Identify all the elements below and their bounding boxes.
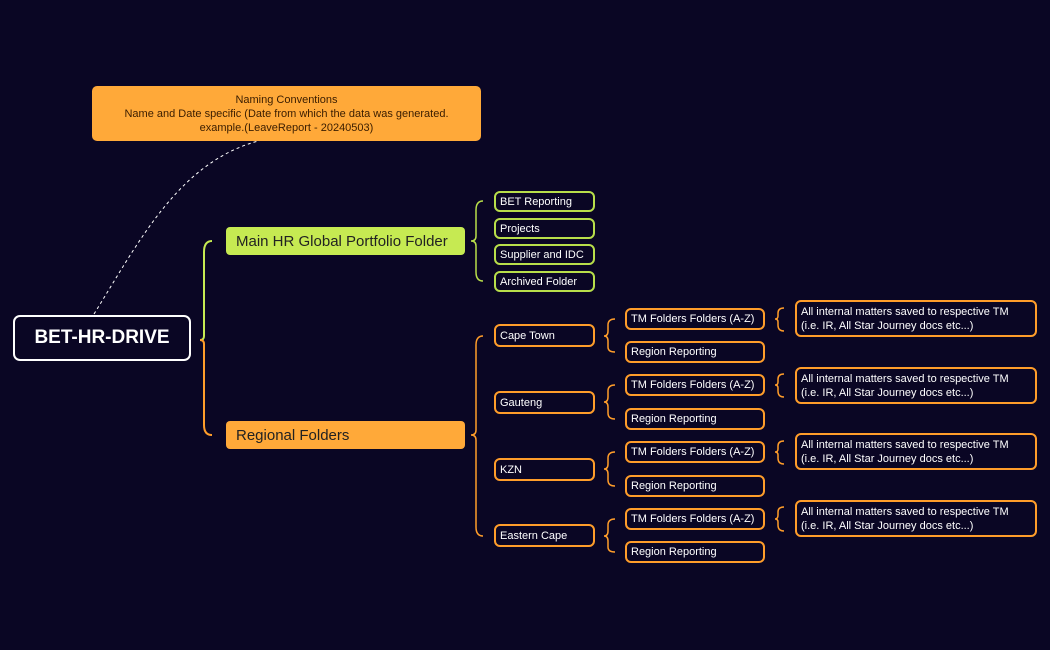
tm-brace-1	[774, 307, 785, 332]
main-hr-folder-node[interactable]: Main HR Global Portfolio Folder	[226, 227, 465, 255]
folder-supplier-idc[interactable]: Supplier and IDC	[494, 244, 595, 265]
callout-title: Naming Conventions	[235, 93, 338, 106]
root-brace-orange	[199, 339, 213, 436]
region-reporting-cape-town[interactable]: Region Reporting	[625, 341, 765, 363]
note-line: All internal matters saved to respective…	[801, 505, 1009, 518]
note-line: (i.e. IR, All Star Journey docs etc...)	[801, 452, 974, 465]
folder-bet-reporting[interactable]: BET Reporting	[494, 191, 595, 212]
tm-note-gauteng[interactable]: All internal matters saved to respective…	[795, 367, 1037, 404]
region-brace-3	[603, 451, 616, 487]
naming-conventions-callout[interactable]: Naming Conventions Name and Date specifi…	[92, 86, 481, 141]
callout-link	[93, 139, 263, 315]
region-brace-4	[603, 518, 616, 553]
region-brace-1	[603, 318, 616, 353]
root-brace-green	[199, 240, 213, 341]
folder-projects[interactable]: Projects	[494, 218, 595, 239]
tm-note-cape-town[interactable]: All internal matters saved to respective…	[795, 300, 1037, 337]
region-reporting-gauteng[interactable]: Region Reporting	[625, 408, 765, 430]
note-line: All internal matters saved to respective…	[801, 372, 1009, 385]
tm-brace-2	[774, 373, 785, 398]
callout-line: Name and Date specific (Date from which …	[124, 107, 449, 120]
region-cape-town[interactable]: Cape Town	[494, 324, 595, 347]
note-line: (i.e. IR, All Star Journey docs etc...)	[801, 319, 974, 332]
root-node[interactable]: BET-HR-DRIVE	[13, 315, 191, 361]
region-gauteng[interactable]: Gauteng	[494, 391, 595, 414]
regional-folders-node[interactable]: Regional Folders	[226, 421, 465, 449]
tm-folders-gauteng[interactable]: TM Folders Folders (A-Z)	[625, 374, 765, 396]
note-line: All internal matters saved to respective…	[801, 305, 1009, 318]
tm-brace-4	[774, 506, 785, 532]
regional-brace	[470, 335, 484, 537]
note-line: All internal matters saved to respective…	[801, 438, 1009, 451]
region-kzn[interactable]: KZN	[494, 458, 595, 481]
note-line: (i.e. IR, All Star Journey docs etc...)	[801, 386, 974, 399]
tm-note-kzn[interactable]: All internal matters saved to respective…	[795, 433, 1037, 470]
tm-folders-kzn[interactable]: TM Folders Folders (A-Z)	[625, 441, 765, 463]
region-eastern-cape[interactable]: Eastern Cape	[494, 524, 595, 547]
tm-folders-cape-town[interactable]: TM Folders Folders (A-Z)	[625, 308, 765, 330]
callout-line: example.(LeaveReport - 20240503)	[199, 121, 374, 134]
tm-brace-3	[774, 440, 785, 465]
tm-folders-eastern-cape[interactable]: TM Folders Folders (A-Z)	[625, 508, 765, 530]
region-reporting-eastern-cape[interactable]: Region Reporting	[625, 541, 765, 563]
green-brace	[470, 200, 484, 282]
region-reporting-kzn[interactable]: Region Reporting	[625, 475, 765, 497]
note-line: (i.e. IR, All Star Journey docs etc...)	[801, 519, 974, 532]
tm-note-eastern-cape[interactable]: All internal matters saved to respective…	[795, 500, 1037, 537]
folder-archived[interactable]: Archived Folder	[494, 271, 595, 292]
region-brace-2	[603, 384, 616, 420]
